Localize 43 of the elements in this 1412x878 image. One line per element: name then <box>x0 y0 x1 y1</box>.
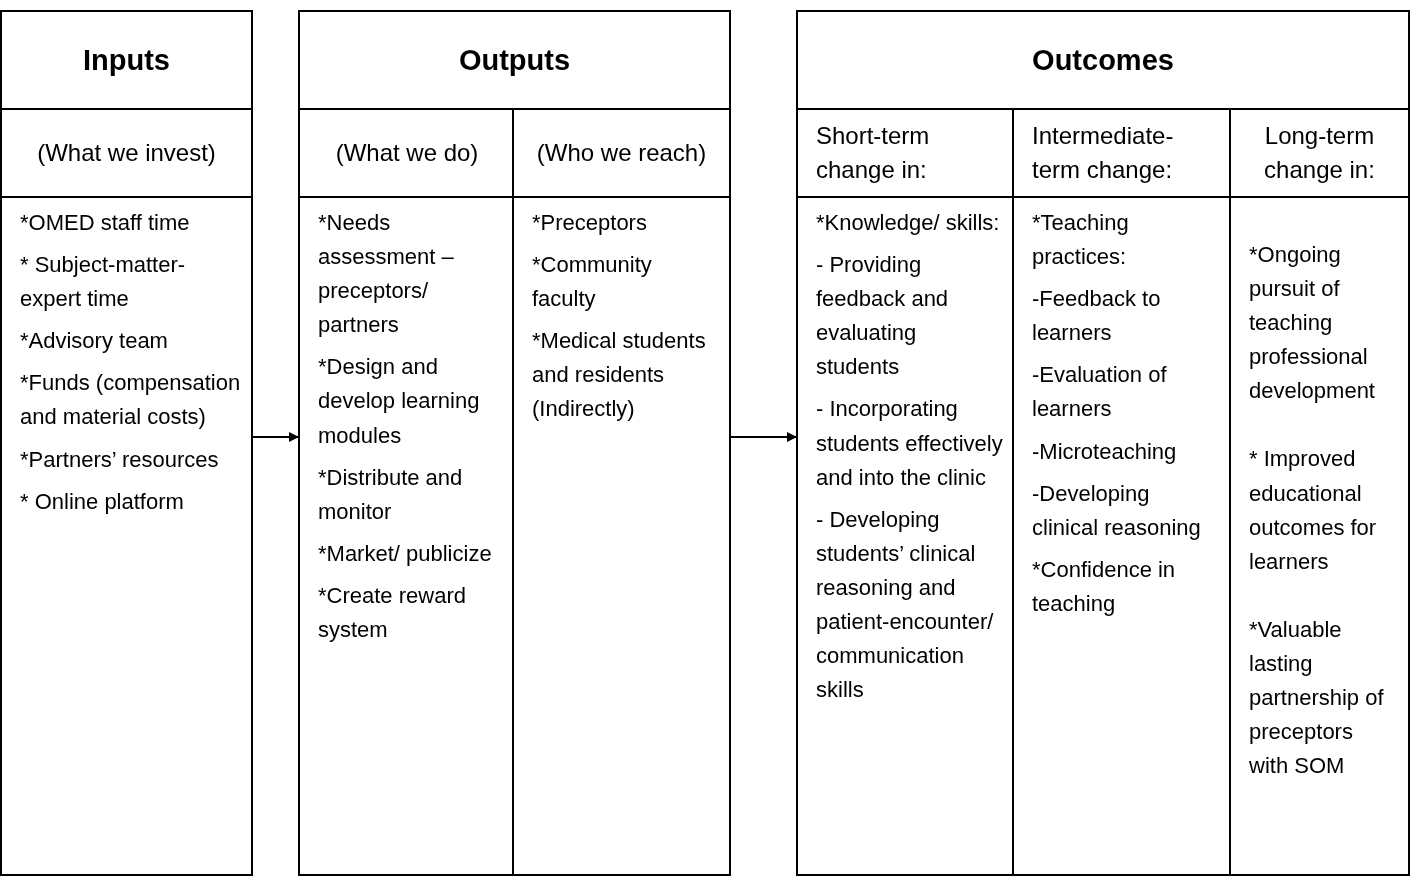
arrow <box>252 432 299 442</box>
column-header: Intermediate-term change: <box>1014 110 1231 198</box>
column-header: (What we do) <box>300 110 514 198</box>
list-item: - Developing students’ clinical reasoning and patient-encounter/ communication skills <box>816 505 995 705</box>
panel-title: Inputs <box>2 12 251 110</box>
list-item: *Market/ publicize <box>318 539 493 568</box>
arrow <box>730 432 797 442</box>
list-item: *Needs assessment – preceptors/ partners <box>318 209 455 340</box>
list-item: -Developing clinical reasoning <box>1032 479 1202 542</box>
list-item: *OMED staff time <box>20 209 191 237</box>
column-header: Long-term change in: <box>1231 110 1408 198</box>
list-item: *Design and develop learning modules <box>318 353 481 450</box>
list-item: -Feedback to learners <box>1032 285 1162 348</box>
list-item: *Ongoing pursuit of teaching professional development <box>1249 241 1376 406</box>
column-panel <box>1229 110 1408 874</box>
list-item: *Teaching practices: <box>1032 209 1130 272</box>
column-header: Short-term change in: <box>798 110 1014 198</box>
list-item: - Incorporating students effectively and into the clinic <box>816 395 1004 492</box>
column-header: (Who we reach) <box>514 110 729 198</box>
list-item: * Online platform <box>20 487 185 516</box>
list-item: *Preceptors <box>532 209 648 237</box>
list-item: -Evaluation of learners <box>1032 361 1168 424</box>
column-panel <box>512 110 729 874</box>
panel <box>298 10 731 876</box>
list-item: -Microteaching <box>1032 437 1178 466</box>
column-panel <box>1012 110 1231 874</box>
list-item: * Subject-matter-expert time <box>20 251 187 314</box>
list-item: *Partners’ resources <box>20 445 220 474</box>
list-item: *Medical students and residents (Indirectly) <box>532 327 707 424</box>
list-item: *Create reward system <box>318 581 467 645</box>
list-item: * Improved educational outcomes for learners <box>1249 445 1378 576</box>
panel-title: Outputs <box>300 12 729 110</box>
column-header: (What we invest) <box>2 110 251 198</box>
list-item: *Knowledge/ skills: <box>816 209 1001 237</box>
list-item: *Valuable lasting partnership of preceptors with SOM <box>1249 615 1385 781</box>
panel <box>796 10 1410 876</box>
list-item: *Community faculty <box>532 251 653 314</box>
list-item: *Advisory team <box>20 327 169 356</box>
list-item: *Funds (compensation and material costs) <box>20 369 241 432</box>
list-item: *Distribute and monitor <box>318 463 464 526</box>
list-item: *Confidence in teaching <box>1032 555 1177 618</box>
list-item: - Providing feedback and evaluating students <box>816 251 950 382</box>
panel-title: Outcomes <box>798 12 1408 110</box>
